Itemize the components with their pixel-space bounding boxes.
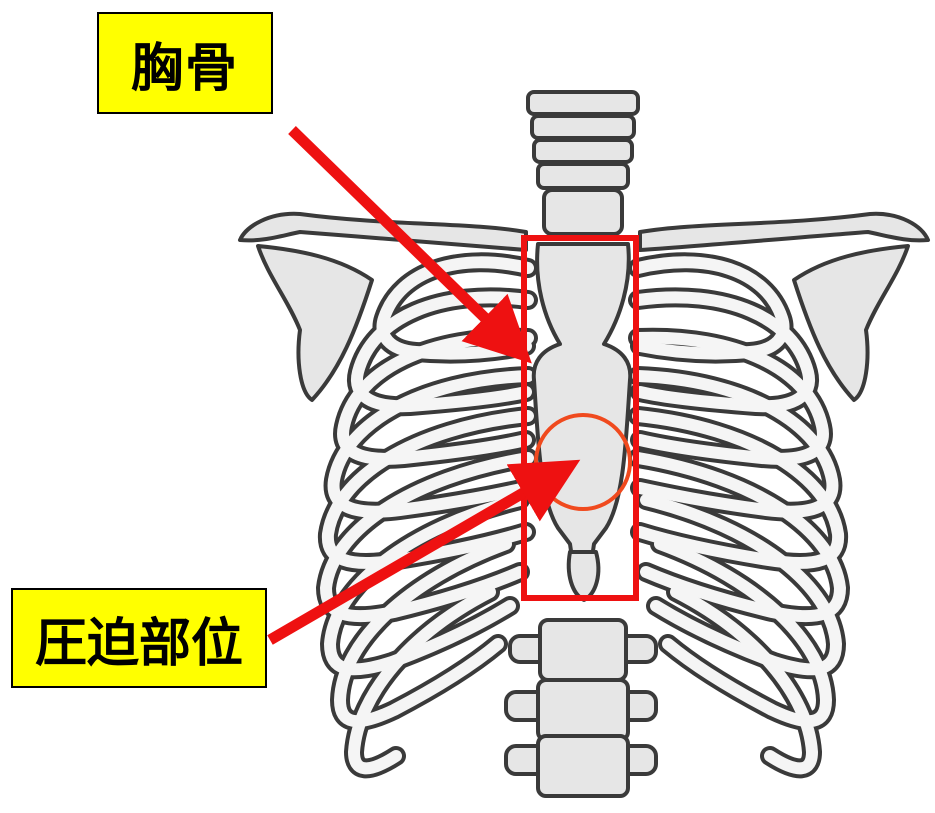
lower-vertebrae — [506, 620, 656, 796]
right-clavicle — [640, 214, 928, 250]
cervical-vertebrae — [528, 92, 638, 234]
sternum — [534, 244, 631, 580]
sternum-label: 胸骨 — [97, 12, 273, 114]
right-ribs — [638, 262, 840, 768]
xiphoid-process — [569, 552, 599, 600]
compression-site-label: 圧迫部位 — [11, 588, 267, 688]
